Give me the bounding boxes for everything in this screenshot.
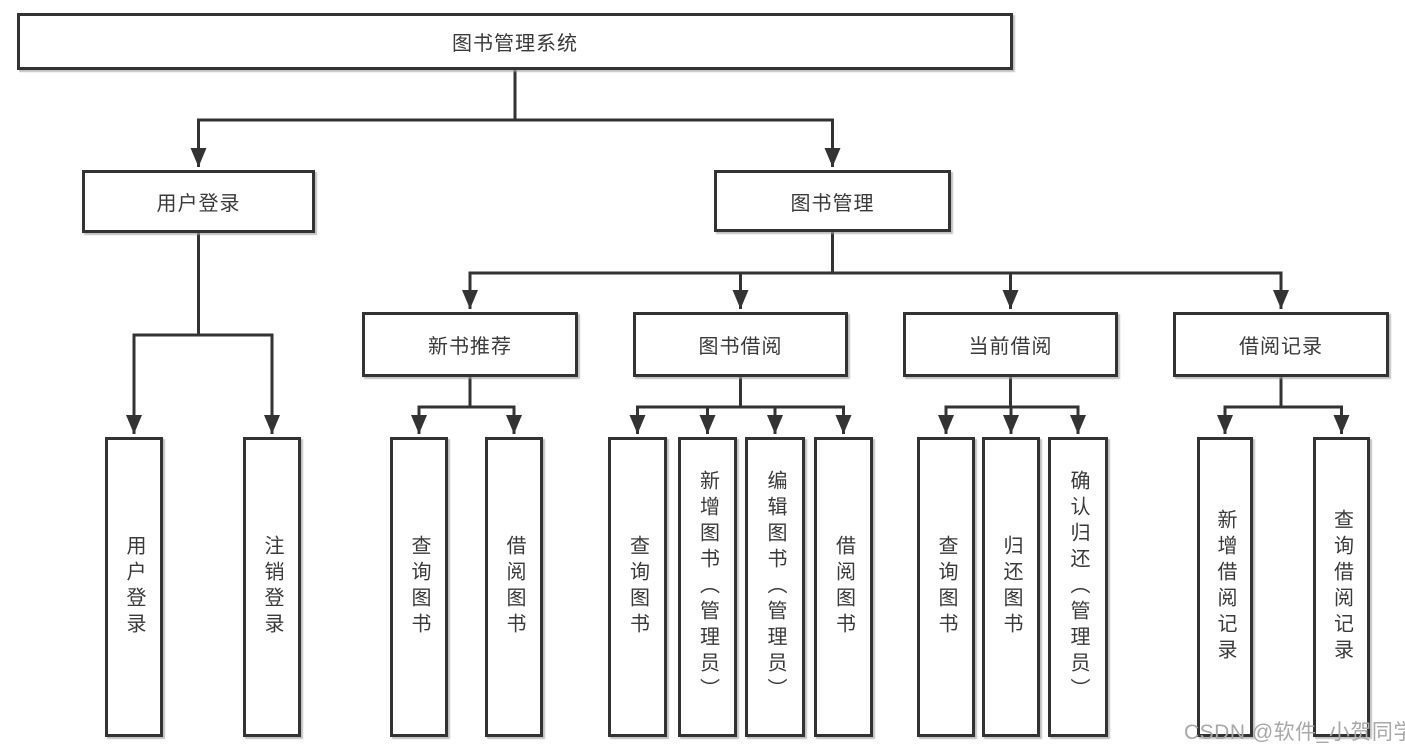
node-label: 图书管理	[790, 192, 875, 215]
node-label: 新增图书（管理员）	[696, 470, 719, 704]
node-label: 注销登录	[261, 535, 283, 639]
node-label: 当前借阅	[968, 336, 1053, 358]
leaf-add-books-admin: 新增图书（管理员）	[678, 437, 737, 737]
leaf-return-books: 归还图书	[982, 437, 1040, 737]
node-label: 归还图书	[1000, 535, 1022, 639]
node-borrowing-records: 借阅记录	[1173, 312, 1389, 377]
node-label: 图书借阅	[698, 336, 783, 358]
leaf-borrow-books-borrowing: 借阅图书	[814, 437, 873, 737]
leaf-edit-books-admin: 编辑图书（管理员）	[745, 437, 805, 737]
node-label: 用户登录	[156, 193, 241, 215]
leaf-logout: 注销登录	[243, 437, 301, 737]
node-label: 借阅图书	[832, 535, 855, 639]
leaf-query-borrowing-record: 查询借阅记录	[1313, 437, 1370, 737]
leaf-query-books-recommendation: 查询图书	[390, 437, 448, 737]
node-label: 查询图书	[935, 535, 957, 639]
node-label: 借阅图书	[503, 535, 525, 639]
node-label: 用户登录	[123, 535, 145, 639]
node-book-management: 图书管理	[714, 170, 951, 232]
leaf-query-books-current: 查询图书	[917, 437, 975, 737]
node-book-borrowing: 图书借阅	[633, 312, 848, 377]
node-label: 编辑图书（管理员）	[764, 470, 786, 704]
node-label: 查询借阅记录	[1330, 509, 1353, 665]
leaf-borrow-books-recommendation: 借阅图书	[485, 437, 543, 737]
node-new-book-recommendation: 新书推荐	[362, 312, 578, 377]
leaf-confirm-return-admin: 确认归还（管理员）	[1048, 437, 1108, 737]
leaf-add-borrowing-record: 新增借阅记录	[1197, 437, 1253, 737]
node-user-login: 用户登录	[82, 170, 315, 233]
node-label: 新书推荐	[428, 336, 512, 358]
leaf-query-books-borrowing: 查询图书	[608, 437, 667, 737]
leaf-user-login: 用户登录	[105, 437, 163, 737]
node-label: 查询图书	[408, 535, 430, 639]
csdn-watermark: CSDN @软件_小贺同学	[1184, 721, 1405, 744]
node-current-borrowing: 当前借阅	[903, 312, 1118, 377]
node-label: 图书管理系统	[452, 33, 578, 55]
node-label: 查询图书	[626, 535, 649, 639]
node-library-management-system: 图书管理系统	[17, 13, 1013, 70]
node-label: 确认归还（管理员）	[1067, 470, 1089, 704]
node-label: 借阅记录	[1239, 336, 1323, 358]
node-label: 新增借阅记录	[1214, 509, 1236, 665]
